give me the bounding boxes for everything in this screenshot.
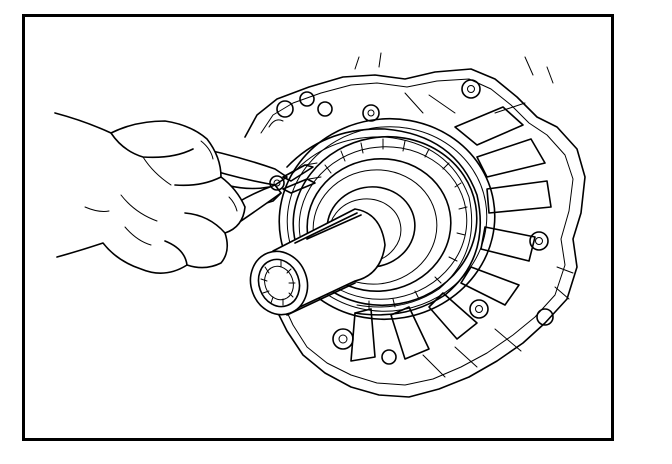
transmission-case <box>244 52 586 398</box>
snap-ring <box>286 128 481 316</box>
snap-ring-pliers-illustration <box>54 52 586 398</box>
hand <box>54 112 246 274</box>
input-shaft <box>249 186 416 316</box>
illustration-frame <box>22 14 614 441</box>
